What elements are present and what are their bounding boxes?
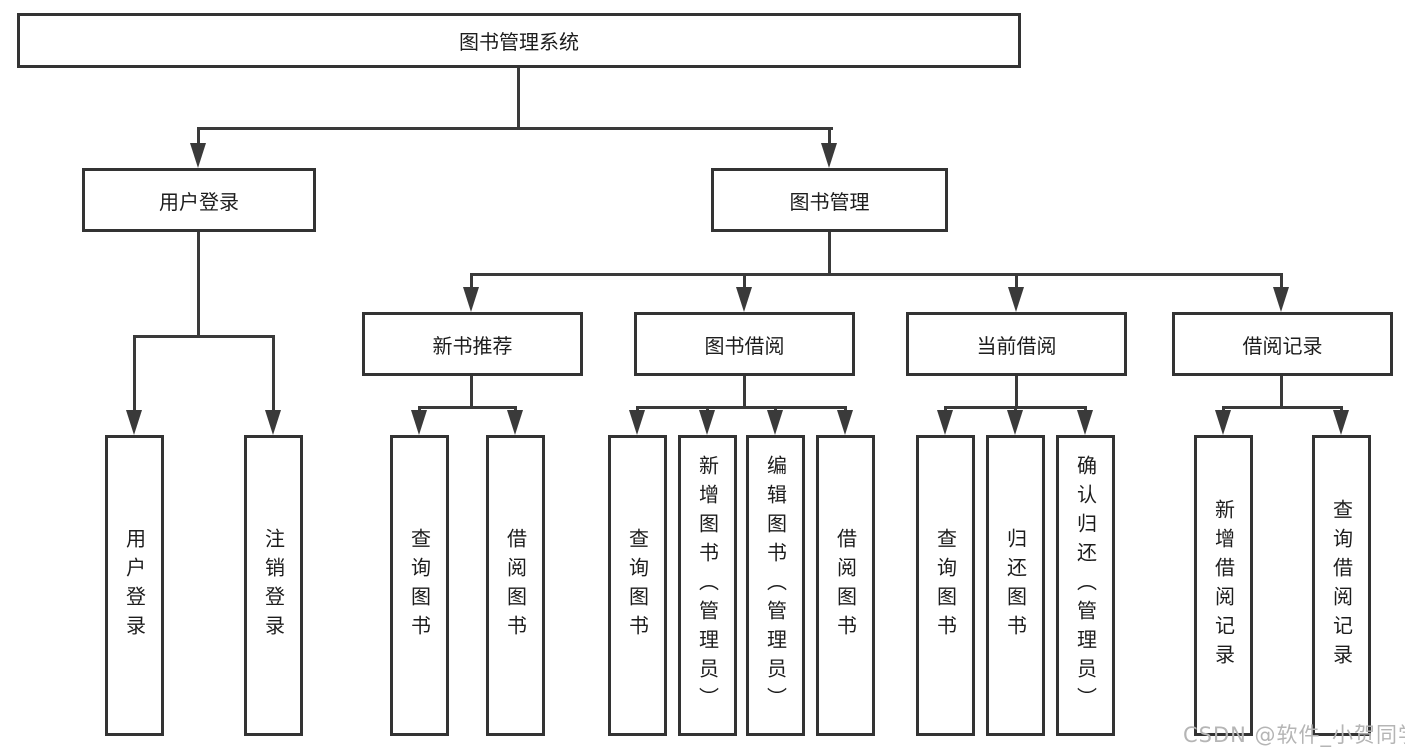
connector-user-login-branch: [133, 335, 274, 338]
node-book-borrow-label: 图书借阅: [704, 333, 785, 358]
node-borrow-records: 借阅记录: [1172, 312, 1393, 376]
connector-group-branch: [418, 406, 517, 409]
leaf-edit-book-admin: 编辑图书（管理员）: [746, 435, 805, 736]
arrowhead-down-icon: [190, 143, 206, 168]
connector-group-drop: [1015, 376, 1018, 409]
leaf-borrow-books-borrow-label: 借阅图书: [833, 527, 858, 644]
node-new-book-recommend: 新书推荐: [362, 312, 583, 376]
node-book-borrow: 图书借阅: [634, 312, 855, 376]
connector-user-login-stub: [197, 127, 200, 145]
arrowhead-down-icon: [507, 410, 523, 435]
leaf-query-books-recommend-label: 查询图书: [407, 527, 432, 644]
arrowhead-down-icon: [937, 410, 953, 435]
arrowhead-down-icon: [837, 410, 853, 435]
arrowhead-down-icon: [265, 410, 281, 435]
connector-level3-branch: [470, 273, 1283, 276]
leaf-user-login: 用户登录: [105, 435, 164, 736]
connector-group-branch: [636, 406, 847, 409]
arrowhead-down-icon: [126, 410, 142, 435]
leaf-query-books-current-label: 查询图书: [933, 527, 958, 644]
node-user-login: 用户登录: [82, 168, 316, 232]
connector-group-drop: [470, 376, 473, 409]
arrowhead-down-icon: [463, 287, 479, 312]
connector-book-mgmt-stub: [828, 127, 831, 145]
node-current-borrow: 当前借阅: [906, 312, 1127, 376]
connector-user-login-drop: [197, 232, 200, 338]
leaf-return-book-label: 归还图书: [1003, 527, 1028, 644]
arrowhead-down-icon: [767, 410, 783, 435]
connector-group-drop: [743, 376, 746, 409]
leaf-query-books-borrow: 查询图书: [608, 435, 667, 736]
leaf-query-borrow-record: 查询借阅记录: [1312, 435, 1371, 736]
leaf-logout-label: 注销登录: [261, 527, 286, 644]
leaf-add-borrow-record: 新增借阅记录: [1194, 435, 1253, 736]
leaf-borrow-books-recommend: 借阅图书: [486, 435, 545, 736]
leaf-borrow-books-borrow: 借阅图书: [816, 435, 875, 736]
connector-level3-stub: [743, 273, 746, 290]
arrowhead-down-icon: [1008, 287, 1024, 312]
arrowhead-down-icon: [1077, 410, 1093, 435]
leaf-confirm-return-admin: 确认归还（管理员）: [1056, 435, 1115, 736]
connector-level3-stub: [1280, 273, 1283, 290]
leaf-query-books-borrow-label: 查询图书: [625, 527, 650, 644]
node-new-book-recommend-label: 新书推荐: [432, 333, 513, 358]
connector-level3-stub: [470, 273, 473, 290]
node-user-login-label: 用户登录: [159, 189, 239, 214]
connector-leaf-stub: [272, 335, 275, 413]
leaf-borrow-books-recommend-label: 借阅图书: [503, 527, 528, 644]
connector-level3-stub: [1015, 273, 1018, 290]
leaf-add-book-admin-label: 新增图书（管理员）: [695, 455, 720, 716]
connector-leaf-stub: [133, 335, 136, 413]
leaf-add-book-admin: 新增图书（管理员）: [678, 435, 737, 736]
leaf-confirm-return-admin-label: 确认归还（管理员）: [1073, 455, 1098, 716]
leaf-logout: 注销登录: [244, 435, 303, 736]
node-borrow-records-label: 借阅记录: [1242, 333, 1323, 358]
leaf-query-books-current: 查询图书: [916, 435, 975, 736]
leaf-query-borrow-record-label: 查询借阅记录: [1329, 498, 1354, 673]
leaf-edit-book-admin-label: 编辑图书（管理员）: [763, 455, 788, 716]
connector-group-branch: [1222, 406, 1342, 409]
arrowhead-down-icon: [1215, 410, 1231, 435]
arrowhead-down-icon: [1273, 287, 1289, 312]
csdn-watermark: CSDN @软件_小贺同学: [1183, 723, 1405, 747]
node-root: 图书管理系统: [17, 13, 1021, 68]
node-root-label: 图书管理系统: [459, 30, 579, 54]
arrowhead-down-icon: [1333, 410, 1349, 435]
leaf-query-books-recommend: 查询图书: [390, 435, 449, 736]
arrowhead-down-icon: [629, 410, 645, 435]
leaf-user-login-label: 用户登录: [122, 527, 147, 644]
node-current-borrow-label: 当前借阅: [976, 333, 1057, 358]
arrowhead-down-icon: [736, 287, 752, 312]
arrowhead-down-icon: [821, 143, 837, 168]
arrowhead-down-icon: [411, 410, 427, 435]
node-book-management-label: 图书管理: [789, 189, 870, 214]
connector-level2-branch: [197, 127, 833, 130]
arrowhead-down-icon: [699, 410, 715, 435]
leaf-add-borrow-record-label: 新增借阅记录: [1211, 498, 1236, 673]
connector-root-drop: [517, 68, 520, 130]
leaf-return-book: 归还图书: [986, 435, 1045, 736]
arrowhead-down-icon: [1007, 410, 1023, 435]
connector-book-mgmt-drop: [828, 232, 831, 276]
connector-group-drop: [1280, 376, 1283, 409]
node-book-management: 图书管理: [711, 168, 948, 232]
